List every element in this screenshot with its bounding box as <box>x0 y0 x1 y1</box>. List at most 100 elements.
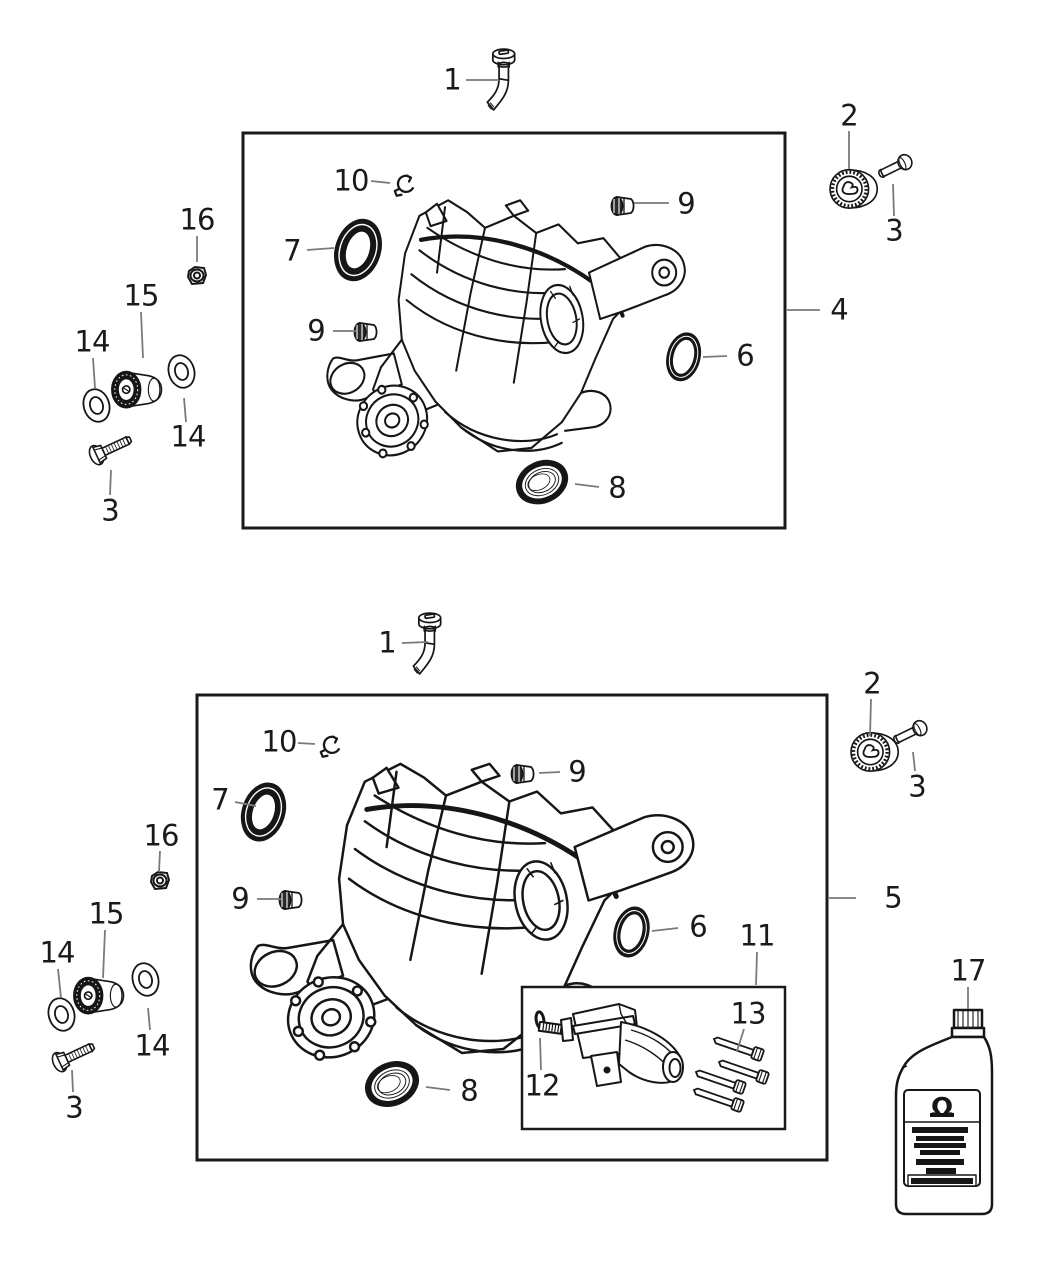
callout-plug-top: 2 <box>840 98 858 133</box>
callout-bolt3-mount-top: 3 <box>101 493 119 528</box>
callout-vent-top: 1 <box>443 62 461 97</box>
bottle-text-bar-3 <box>916 1136 964 1141</box>
bolt3-mount-drawing-top <box>85 429 136 468</box>
bolt9-right-drawing-top <box>610 196 635 216</box>
axle-seal-drawing-bottom <box>607 902 656 962</box>
leader-line-clip-bottom <box>297 742 316 745</box>
bolt3-mount-drawing-bottom <box>48 1036 99 1075</box>
callout-axle-seal-top: 6 <box>736 338 754 373</box>
clip-drawing-bottom <box>319 735 340 758</box>
callout-kit-bolts: 13 <box>730 996 767 1031</box>
leader-line-washer-left-top <box>92 357 96 389</box>
bottle-label-text-bars <box>911 1113 973 1184</box>
leader-line-washer-right-bottom <box>147 1007 151 1031</box>
bolt3-plug-drawing-bottom <box>890 717 931 749</box>
bottom-panel-border <box>195 693 829 1162</box>
leader-line-output-seal-top <box>574 483 600 488</box>
callout-bushing-top: 15 <box>123 278 160 313</box>
callout-output-seal-bottom: 8 <box>460 1073 478 1108</box>
leader-line-pinion-seal-top <box>306 247 335 251</box>
washer-left-drawing-top <box>78 385 115 426</box>
actuator-kit-inset <box>520 985 787 1131</box>
washer-left-drawing-bottom <box>43 994 80 1035</box>
callout-washer-right-top: 14 <box>170 419 207 454</box>
callout-plug-bottom: 2 <box>863 666 881 701</box>
leader-line-nut-bottom <box>158 850 161 873</box>
callout-pinion-seal-bottom: 7 <box>211 782 229 817</box>
bushing-drawing-bottom <box>73 976 125 1015</box>
callout-bolt9-left-bottom: 9 <box>231 881 249 916</box>
washer-right-drawing-bottom <box>127 959 164 1000</box>
callout-bolt3-mount-bottom: 3 <box>65 1090 83 1125</box>
leader-line-axle-seal-bottom <box>651 927 679 932</box>
leader-line-vent-bottom <box>401 641 429 644</box>
callout-output-seal-top: 8 <box>608 470 626 505</box>
callout-axle-seal-bottom: 6 <box>689 909 707 944</box>
callout-washer-right-bottom: 14 <box>134 1028 171 1063</box>
callout-nut-bottom: 16 <box>143 818 180 853</box>
mopar-logo-icon: Ω <box>931 1093 953 1123</box>
leader-line-pinion-seal-bottom <box>234 801 257 807</box>
plug-drawing-top <box>828 168 879 210</box>
washer-right-drawing-top <box>163 351 200 392</box>
callout-vent-bottom: 1 <box>378 625 396 660</box>
bolt9-left-drawing-bottom <box>278 890 303 910</box>
leader-line-clip-top <box>370 180 391 184</box>
bushing-drawing-top <box>111 370 163 409</box>
leader-line-bushing-top <box>140 311 144 359</box>
bottle-text-bar-8 <box>911 1178 973 1184</box>
bolt9-right-drawing-bottom <box>510 764 535 784</box>
leader-line-washer-left-bottom <box>57 968 62 999</box>
callout-bolt9-left-top: 9 <box>307 313 325 348</box>
callout-washer-left-top: 14 <box>74 324 111 359</box>
leader-line-washer-right-top <box>183 397 187 423</box>
leader-line-actuator-kit <box>755 951 758 986</box>
callout-nut-top: 16 <box>179 202 216 237</box>
pinion-seal-drawing-top <box>325 212 391 288</box>
nut-drawing-bottom <box>150 871 170 890</box>
bolt3-plug-drawing-top <box>875 151 916 183</box>
plug-drawing-bottom <box>849 731 900 773</box>
output-seal-drawing-top <box>508 451 576 513</box>
callout-pinion-seal-top: 7 <box>283 233 301 268</box>
vent-hose-drawing-bottom <box>412 612 442 675</box>
callout-kit-oring: 12 <box>524 1068 561 1103</box>
callout-lubricant-bottle: 17 <box>950 953 987 988</box>
axle-seal-drawing-top <box>660 328 707 386</box>
callout-bolt3-plug-top: 3 <box>885 213 903 248</box>
output-seal-drawing-bottom <box>357 1052 427 1116</box>
pinion-seal-drawing-bottom <box>233 776 294 848</box>
top-panel-border <box>241 131 787 530</box>
callout-bolt3-plug-bottom: 3 <box>908 769 926 804</box>
callout-clip-top: 10 <box>333 163 370 198</box>
callout-assembly-top: 4 <box>830 292 848 327</box>
bottle-text-bar-1 <box>930 1113 954 1117</box>
callout-bolt9-right-top: 9 <box>677 186 695 221</box>
leader-line-bolt3-mount-top <box>109 469 112 496</box>
bottle-text-bar-2 <box>912 1127 968 1133</box>
bottom-assembly-panel <box>195 612 829 1162</box>
callout-clip-bottom: 10 <box>261 724 298 759</box>
callout-washer-left-bottom: 14 <box>39 935 76 970</box>
leader-line-kit-bolts <box>736 1028 745 1052</box>
leader-line-output-seal-bottom <box>425 1086 451 1091</box>
callout-actuator-kit: 11 <box>739 918 776 953</box>
leader-line-kit-oring <box>539 1037 542 1071</box>
top-assembly-panel <box>241 48 787 530</box>
callout-assembly-bottom: 5 <box>884 880 902 915</box>
lubricant-bottle: Ω <box>894 1008 994 1216</box>
leader-line-bolt3-mount-bottom <box>71 1069 74 1093</box>
leader-lines <box>57 79 969 1093</box>
bolt9-left-drawing-top <box>353 322 378 342</box>
clip-drawing-top <box>393 174 414 197</box>
bottle-text-bar-7 <box>926 1168 956 1174</box>
nut-drawing-top <box>187 266 207 285</box>
bottle-text-bar-6 <box>916 1159 964 1165</box>
bottle-text-bar-5 <box>920 1150 960 1155</box>
leader-line-bolt9-right-bottom <box>538 771 561 774</box>
callout-bolt9-right-bottom: 9 <box>568 754 586 789</box>
leader-line-bolt3-plug-bottom <box>912 751 916 772</box>
leader-line-bolt3-plug-top <box>892 183 895 217</box>
